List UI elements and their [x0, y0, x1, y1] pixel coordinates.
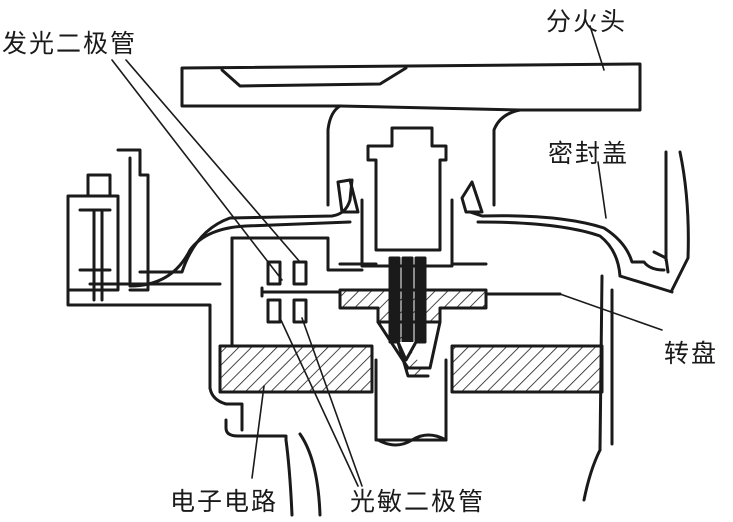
label-distributor-cap: 分火头 — [546, 7, 628, 36]
rotor-arm — [180, 62, 642, 207]
left-housing — [66, 148, 322, 517]
label-photodiode: 光敏二极管 — [350, 487, 486, 516]
leader-lines — [111, 25, 663, 487]
label-sealing-cover: 密封盖 — [548, 139, 630, 168]
seal-cover-right — [460, 150, 690, 502]
electrode-pins — [388, 256, 427, 362]
label-electronic-circuit: 电子电路 — [170, 487, 279, 516]
label-rotor-disc: 转盘 — [664, 339, 719, 368]
seal-cover-left — [128, 178, 360, 288]
label-led: 发光二极管 — [2, 29, 138, 58]
led-photodiode-pairs — [260, 260, 342, 324]
circuit-blocks — [218, 344, 604, 394]
